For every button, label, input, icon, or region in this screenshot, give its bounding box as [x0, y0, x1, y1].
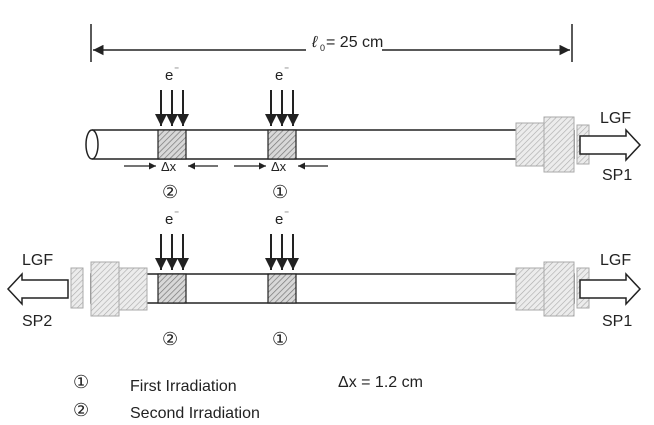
- electron-label: e: [275, 211, 283, 228]
- top-sp1-label: SP1: [602, 167, 632, 184]
- mark-first-top: ①: [272, 182, 288, 202]
- length-subscript: 0: [320, 43, 325, 53]
- bottom-rod: [70, 261, 590, 317]
- bottom-right-outlet-arrow: LGF SP1: [579, 252, 642, 330]
- electron-beam-top-2: e ⁻: [155, 65, 189, 126]
- svg-text:⁻: ⁻: [174, 209, 179, 220]
- bottom-left-lgf-label: LGF: [22, 252, 53, 269]
- electron-label: e: [165, 67, 173, 84]
- bottom-sp2-label: SP2: [22, 313, 52, 330]
- delta-x-marker-2: Δx: [124, 159, 218, 174]
- bottom-sp1-label: SP1: [602, 313, 632, 330]
- electron-label: e: [165, 211, 173, 228]
- electron-beam-bottom-2: e ⁻: [155, 209, 189, 270]
- bottom-left-outlet-arrow: LGF SP2: [6, 252, 69, 330]
- length-symbol: ℓ: [311, 34, 318, 51]
- legend-second-mark: ②: [73, 400, 89, 420]
- irradiation-zone-2: [157, 273, 187, 304]
- irradiation-zone-1: [267, 273, 297, 304]
- svg-text:⁻: ⁻: [284, 65, 289, 76]
- top-lgf-label: LGF: [600, 110, 631, 127]
- delta-x-label: Δx: [161, 159, 177, 174]
- legend-first-text: First Irradiation: [130, 378, 237, 395]
- mark-second-top: ②: [162, 182, 178, 202]
- svg-text:⁻: ⁻: [284, 209, 289, 220]
- top-outlet-arrow: LGF SP1: [579, 110, 642, 184]
- legend-first-mark: ①: [73, 372, 89, 392]
- right-fitting: [515, 116, 590, 173]
- irradiation-zone-2: [157, 129, 187, 160]
- length-dimension: ℓ 0 = 25 cm: [90, 24, 573, 62]
- mark-second-bottom: ②: [162, 329, 178, 349]
- legend-dx-text: Δx = 1.2 cm: [338, 374, 423, 391]
- irradiation-zone-1: [267, 129, 297, 160]
- delta-x-marker-1: Δx: [234, 159, 328, 174]
- electron-beam-top-1: e ⁻: [265, 65, 299, 126]
- svg-text:⁻: ⁻: [174, 65, 179, 76]
- legend: ① First Irradiation Δx = 1.2 cm ② Second…: [73, 372, 423, 422]
- mark-first-bottom: ①: [272, 329, 288, 349]
- legend-second-text: Second Irradiation: [130, 405, 260, 422]
- electron-label: e: [275, 67, 283, 84]
- right-fitting: [515, 261, 590, 317]
- length-value: = 25 cm: [326, 34, 383, 51]
- electron-beam-bottom-1: e ⁻: [265, 209, 299, 270]
- delta-x-label: Δx: [271, 159, 287, 174]
- left-fitting: [70, 261, 148, 317]
- bottom-right-lgf-label: LGF: [600, 252, 631, 269]
